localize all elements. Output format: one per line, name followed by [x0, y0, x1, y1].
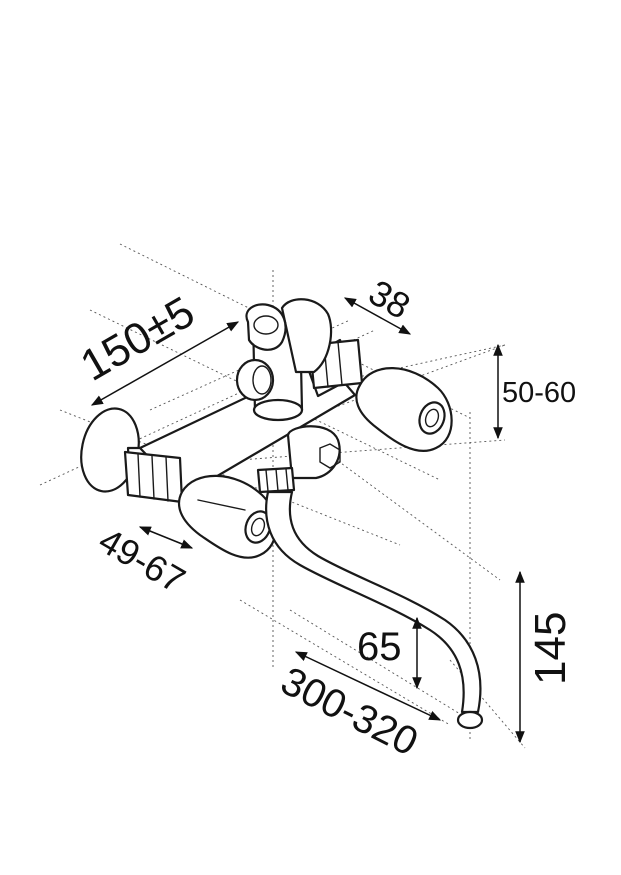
top-outlet-ring [245, 303, 287, 351]
shower-outlet [280, 298, 333, 374]
faucet-body [80, 298, 484, 730]
label-diverter-height: 50-60 [502, 377, 576, 409]
dimension-lines [90, 297, 525, 744]
label-overall-height: 145 [526, 612, 575, 685]
label-spout-reach: 300-320 [274, 659, 425, 765]
label-eccentric-length: 49-67 [92, 519, 192, 601]
dim-outlet-width-line [343, 297, 412, 335]
dim-spout-reach-line [294, 651, 442, 721]
label-spout-height: 65 [357, 625, 402, 669]
diverter-knob [235, 358, 275, 402]
side-plug [286, 425, 341, 480]
dim-center-spacing-line [90, 321, 240, 406]
label-outlet-width: 38 [362, 271, 417, 327]
dim-eccentric-length-line [138, 526, 194, 549]
label-center-spacing: 150±5 [73, 287, 203, 390]
spout-tip [456, 710, 484, 730]
